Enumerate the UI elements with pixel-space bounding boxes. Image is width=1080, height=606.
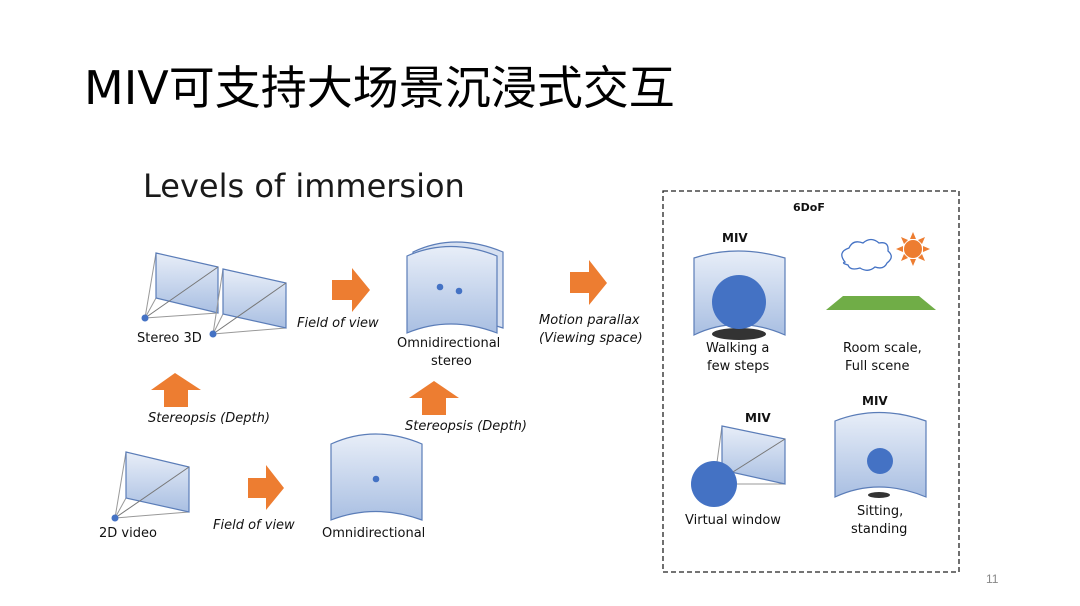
slide-title: MIV可支持大场景沉浸式交互	[84, 61, 675, 115]
walking-label-1: Walking a	[706, 341, 770, 356]
sixdof-title: 6DoF	[793, 201, 825, 214]
sun-icon	[896, 232, 930, 266]
label-stereopsis-left: Stereopsis (Depth)	[148, 411, 270, 426]
label-omnidirectional: Omnidirectional	[322, 526, 426, 541]
sitting-label-1: Sitting,	[857, 504, 904, 519]
walking-miv-badge: MIV	[722, 231, 748, 245]
label-fov-bottom: Field of view	[213, 518, 295, 533]
sitting-miv-badge: MIV	[862, 394, 888, 408]
arrow-fov-bottom-icon	[248, 465, 284, 510]
virtual-window-frustum	[691, 425, 786, 507]
label-motion-parallax-1: Motion parallax	[539, 313, 640, 328]
arrow-stereopsis-right-icon	[409, 381, 459, 415]
arrow-motion-parallax-icon	[570, 260, 607, 305]
omni-cylinder	[330, 433, 423, 521]
viewer-dot	[111, 514, 119, 522]
sitting-cylinder	[834, 411, 927, 498]
viewer-dot	[209, 330, 217, 338]
sitting-label-2: standing	[851, 522, 908, 537]
room-label-2: Full scene	[845, 359, 910, 374]
arrow-fov-top-icon	[332, 268, 370, 312]
diagram-heading: Levels of immersion	[143, 167, 465, 205]
viewer-dot	[141, 314, 149, 322]
page-number: 11	[986, 572, 999, 586]
label-stereo-3d: Stereo 3D	[137, 331, 202, 346]
arrow-stereopsis-left-icon	[151, 373, 201, 407]
stereo-3d-frustum-left	[141, 252, 219, 322]
omni-stereo-cylinder	[406, 241, 504, 334]
label-omni-stereo-1: Omnidirectional	[397, 336, 501, 351]
cloud-icon	[841, 238, 892, 271]
viewer-dot	[436, 283, 444, 291]
viewer-dot	[455, 287, 463, 295]
virtual-window-label: Virtual window	[685, 513, 781, 528]
label-motion-parallax-2: (Viewing space)	[539, 331, 643, 346]
room-label-1: Room scale,	[843, 341, 922, 356]
walking-label-2: few steps	[707, 359, 770, 374]
label-2d-video: 2D video	[99, 526, 157, 541]
label-fov-top: Field of view	[297, 316, 379, 331]
walking-cylinder	[693, 250, 786, 340]
stereo-3d-frustum-right	[209, 268, 287, 338]
viewer-dot	[372, 475, 380, 483]
virtual-window-miv-badge: MIV	[745, 411, 771, 425]
video-2d-frustum	[111, 451, 190, 522]
label-stereopsis-right: Stereopsis (Depth)	[405, 419, 527, 434]
label-omni-stereo-2: stereo	[431, 354, 472, 369]
ground-plane-icon	[826, 296, 936, 310]
sixdof-box	[662, 190, 960, 573]
